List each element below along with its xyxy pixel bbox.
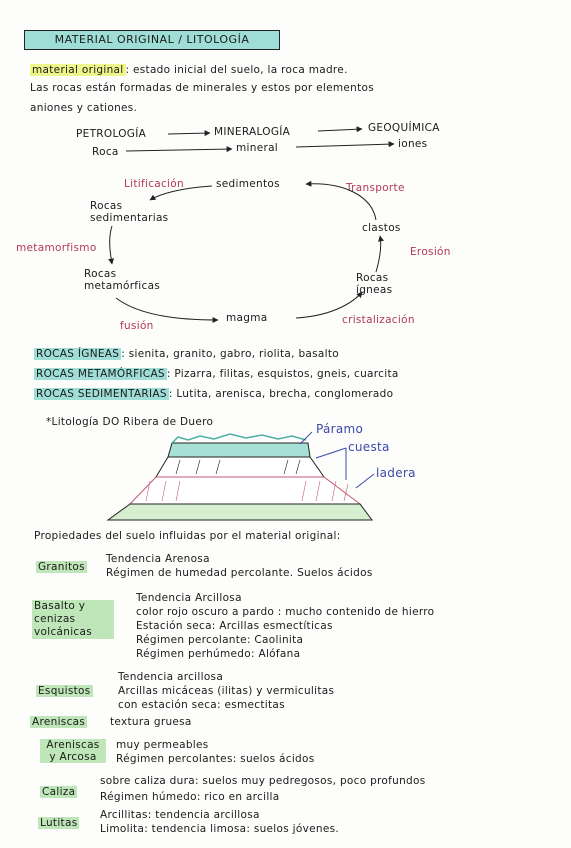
cycle-clastos: clastos [362, 222, 401, 234]
rock-type-label: ROCAS METAMÓRFICAS [34, 368, 167, 380]
litho-title: *Litología DO Ribera de Duero [46, 416, 214, 428]
prop-line: color rojo oscuro a pardo : mucho conten… [136, 606, 435, 618]
chain-mineral: mineral [236, 142, 279, 154]
litho-label-ladera: ladera [376, 466, 416, 480]
cycle-rocas-metamorficas: Rocas metamórficas [84, 268, 161, 292]
layer-margas-yesos: margas y yesos [196, 487, 279, 499]
props-heading: Propiedades del suelo influidas por el m… [34, 530, 341, 542]
rock-type-sedimentarias: ROCAS SEDIMENTARIAS: Lutita, arenisca, b… [34, 388, 393, 400]
prop-line: Régimen de humedad percolante. Suelos ác… [106, 567, 373, 579]
prop-line: sobre caliza dura: suelos muy pedregosos… [100, 775, 426, 787]
prop-line: Régimen percolantes: suelos ácidos [116, 753, 315, 765]
litho-label-paramo: Páramo [316, 422, 364, 436]
intro-definition: : estado inicial del suelo, la roca madr… [125, 64, 348, 76]
prop-label-areniscas-arcosa: Areniscas y Arcosa [40, 739, 106, 763]
cycle-metamorfismo: metamorfismo [16, 242, 97, 254]
prop-label-lutitas: Lutitas [38, 817, 80, 829]
cycle-erosion: Erosión [410, 246, 451, 258]
cycle-arrow [115, 297, 219, 323]
intro-term: material original [30, 64, 126, 76]
prop-line: Estación seca: Arcillas esmectíticas [136, 620, 333, 632]
prop-line: Régimen perhúmedo: Alófana [136, 648, 301, 660]
rock-type-label: ROCAS ÍGNEAS [34, 348, 122, 360]
chain-arrow [125, 146, 233, 153]
prop-label-basalto: Basalto y cenizas volcánicas [32, 600, 114, 639]
chain-geoquimica: GEOQUÍMICA [368, 122, 440, 134]
prop-line: Régimen percolante: Caolinita [136, 634, 304, 646]
layer-calizas-arcillas: calizas y arcillas [194, 464, 280, 476]
rock-type-items: : Lutita, arenisca, brecha, conglomerado [168, 388, 394, 400]
cycle-arrow [108, 225, 115, 265]
cycle-arrow [375, 235, 384, 273]
chain-arrow [295, 141, 395, 148]
cycle-rocas-igneas: Rocas ígneas [356, 272, 393, 296]
prop-line: muy permeables [116, 739, 209, 751]
prop-line: Arcillitas: tendencia arcillosa [100, 809, 260, 821]
cycle-cristalizacion: cristalización [342, 314, 415, 326]
prop-label-granitos: Granitos [36, 561, 87, 573]
prop-line: textura gruesa [110, 716, 192, 728]
cycle-sedimentos: sedimentos [216, 178, 280, 190]
cycle-transporte: Transporte [346, 182, 405, 194]
rock-type-items: : sienita, granito, gabro, riolita, basa… [121, 348, 340, 360]
rock-type-metamorficas: ROCAS METAMÓRFICAS: Pizarra, filitas, es… [34, 368, 399, 380]
chain-roca: Roca [92, 146, 119, 158]
prop-label-esquistos: Esquistos [36, 685, 93, 697]
layer-calizas: calizas [210, 446, 246, 458]
layer-arcillas-rojas: arcillas rojas y areniscas [150, 509, 279, 521]
cycle-litificacion: Litificación [124, 178, 184, 190]
cycle-rocas-sedimentarias: Rocas sedimentarias [90, 200, 169, 224]
prop-line: Tendencia Arcillosa [136, 592, 242, 604]
page-title: MATERIAL ORIGINAL / LITOLOGÍA [24, 30, 280, 50]
chain-mineralogia: MINERALOGÍA [214, 126, 291, 138]
prop-line: Tendencia arcillosa [118, 671, 224, 683]
chain-arrow [167, 130, 211, 137]
prop-line: con estación seca: esmectitas [118, 699, 285, 711]
prop-line: Régimen húmedo: rico en arcilla [100, 791, 280, 803]
chain-iones: iones [398, 138, 428, 150]
intro-line-3: aniones y cationes. [30, 102, 138, 114]
rock-type-items: : Pizarra, filitas, esquistos, gneis, cu… [166, 368, 399, 380]
prop-label-caliza: Caliza [40, 786, 78, 798]
chain-arrow [317, 126, 363, 133]
litho-label-cuesta: cuesta [348, 440, 390, 454]
prop-line: Limolita: tendencia limosa: suelos jóven… [100, 823, 339, 835]
cycle-magma: magma [226, 312, 268, 324]
intro-line-2: Las rocas están formadas de minerales y … [30, 82, 375, 94]
cycle-fusion: fusión [120, 320, 154, 332]
prop-line: Tendencia Arenosa [106, 553, 210, 565]
rock-type-igneas: ROCAS ÍGNEAS: sienita, granito, gabro, r… [34, 348, 339, 360]
prop-label-areniscas: Areniscas [30, 716, 88, 728]
rock-type-label: ROCAS SEDIMENTARIAS [34, 388, 169, 400]
chain-petrologia: PETROLOGÍA [76, 128, 147, 140]
intro-line-1: material original: estado inicial del su… [30, 64, 348, 76]
prop-line: Arcillas micáceas (ilitas) y vermiculita… [118, 685, 335, 697]
